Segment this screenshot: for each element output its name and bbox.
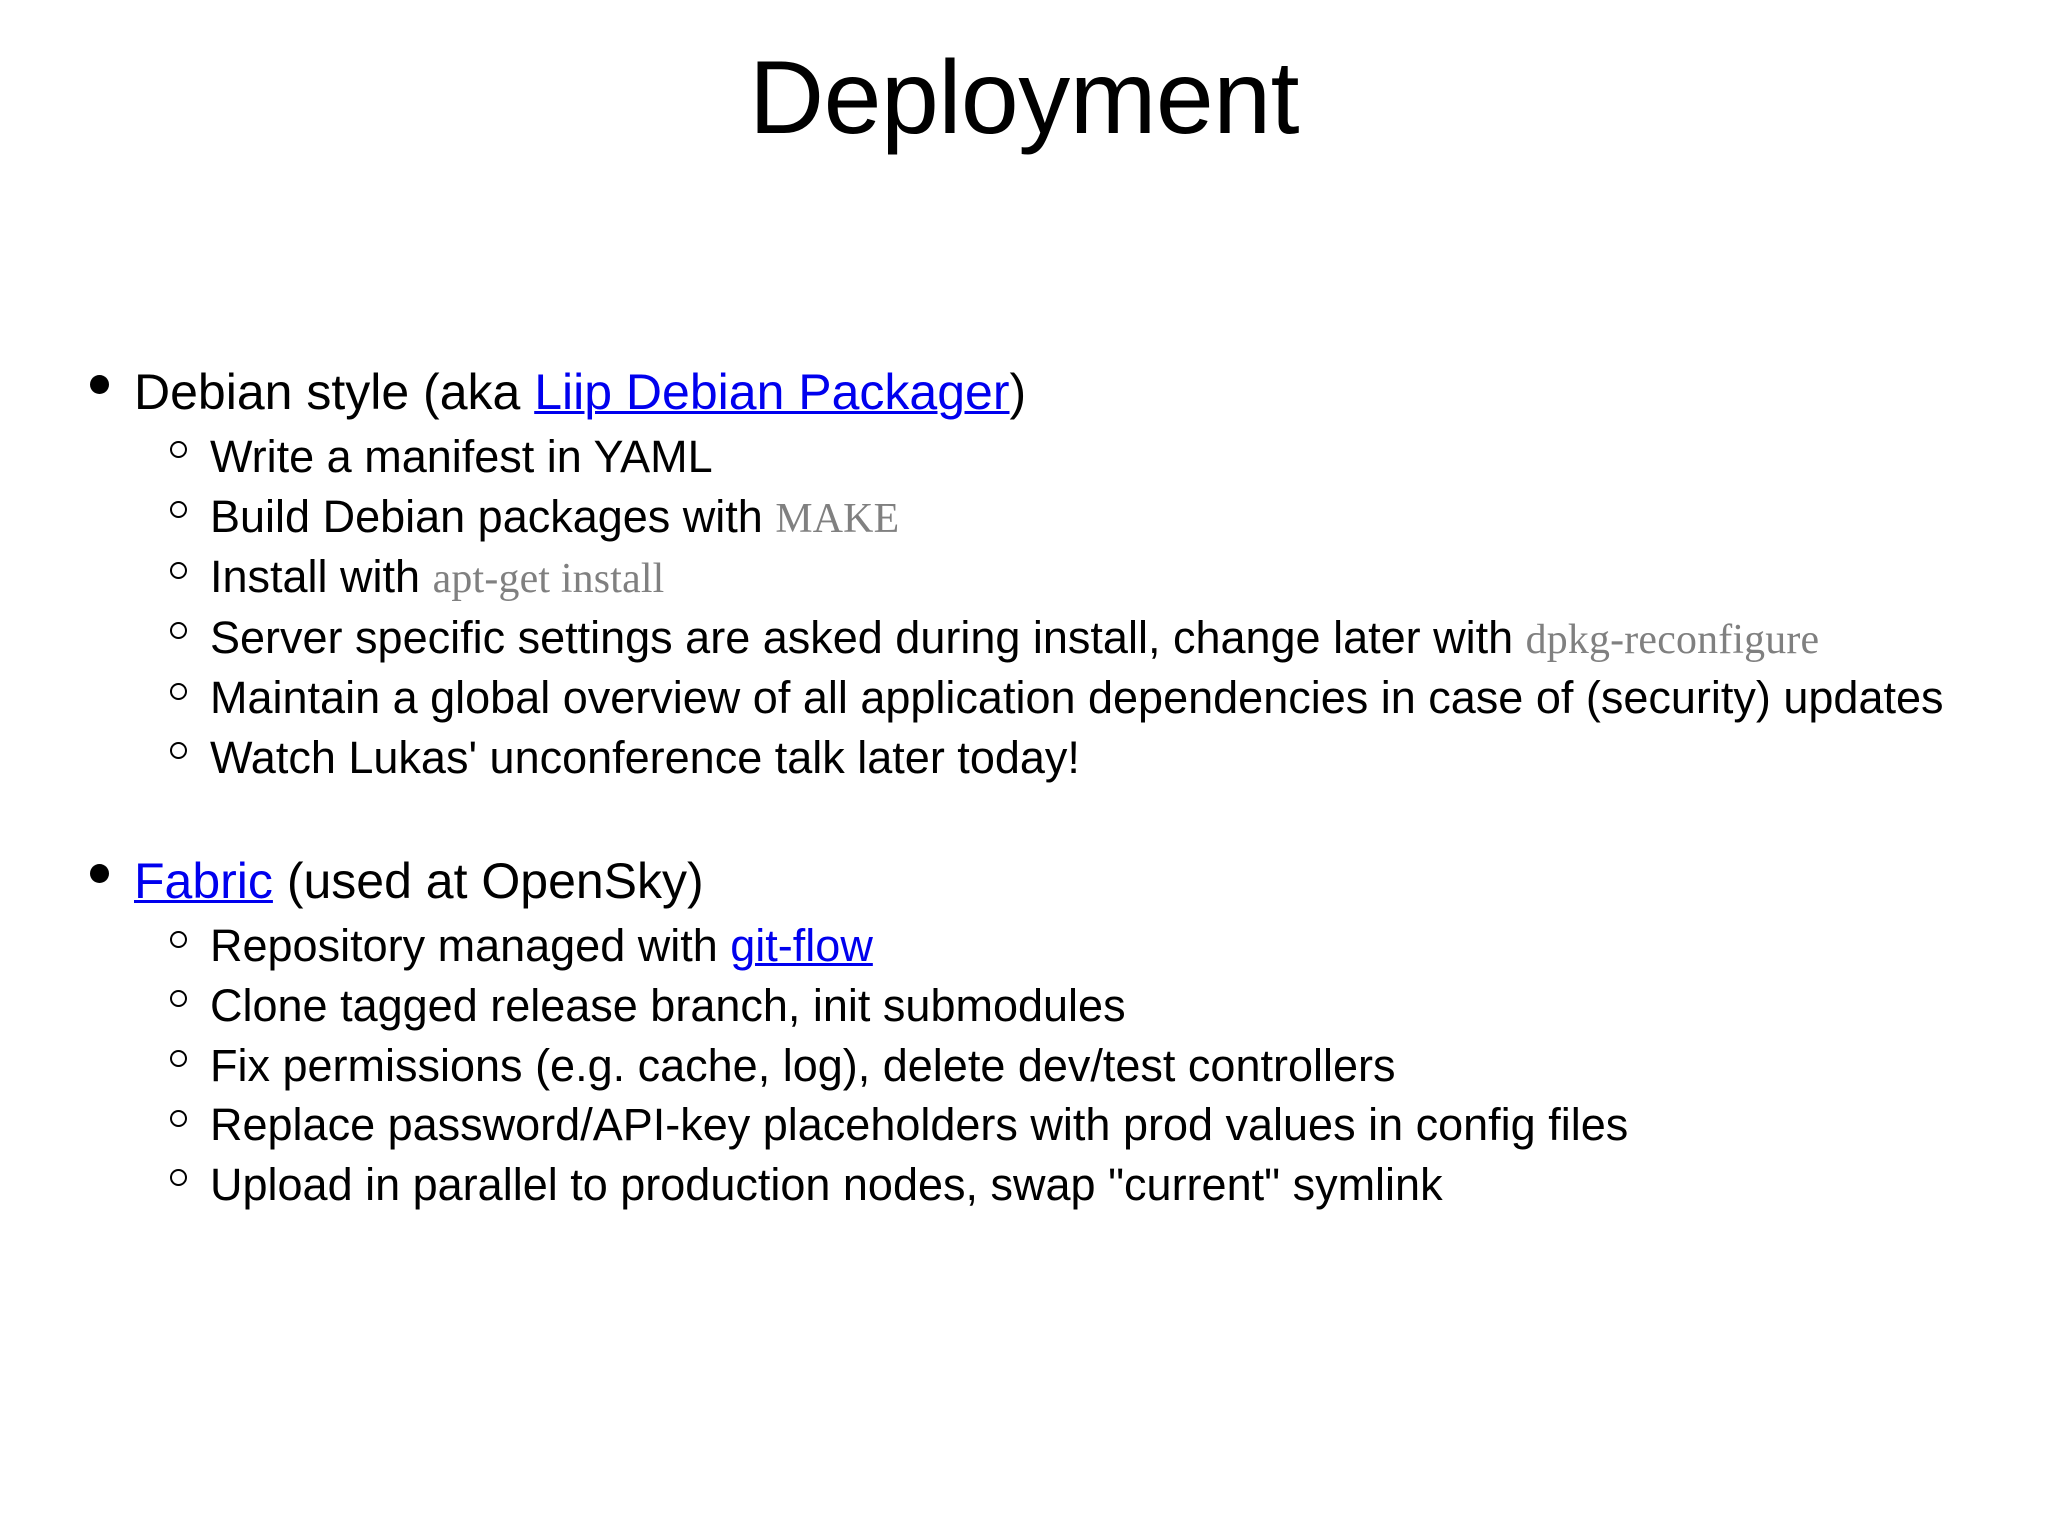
- slide-body: Debian style (aka Liip Debian Packager) W…: [86, 360, 1986, 1214]
- bullet-circle-icon: [170, 487, 187, 545]
- bullet-circle-icon: [170, 1155, 187, 1213]
- text-run: Fix permissions (e.g. cache, log), delet…: [210, 1039, 1396, 1091]
- text-run: Watch Lukas' unconference talk later tod…: [210, 731, 1080, 783]
- bullet-circle-icon: [170, 916, 187, 974]
- bullet-level1-label: Fabric (used at OpenSky): [134, 853, 704, 909]
- bullet-level2-label: Replace password/API-key placeholders wi…: [210, 1099, 1628, 1150]
- bullet-circle-icon: [170, 668, 187, 726]
- bullet-circle-icon: [170, 976, 187, 1034]
- bullet-level2: Upload in parallel to production nodes, …: [86, 1155, 1986, 1215]
- bullet-level2-label: Install with apt-get install: [210, 551, 665, 602]
- bullet-level2: Repository managed with git-flow: [86, 916, 1986, 976]
- text-run: (used at OpenSky): [272, 853, 704, 910]
- text-run: Write a manifest in YAML: [210, 431, 713, 482]
- text-run: Install with: [210, 551, 433, 603]
- code-span: MAKE: [775, 495, 900, 542]
- hyperlink[interactable]: git-flow: [730, 920, 873, 972]
- bullet-section: Fabric (used at OpenSky) Repository manag…: [86, 849, 1986, 1214]
- bullet-level2: Build Debian packages with MAKE: [86, 487, 1986, 548]
- bullet-level2: Maintain a global overview of all applic…: [86, 668, 1986, 728]
- hyperlink[interactable]: Liip Debian Packager: [534, 364, 1010, 420]
- bullet-level1: Debian style (aka Liip Debian Packager): [86, 360, 1986, 425]
- bullet-level2-label: Clone tagged release branch, init submod…: [210, 980, 1126, 1031]
- text-run: ): [1009, 364, 1027, 420]
- text-run: Clone tagged release branch, init submod…: [210, 980, 1126, 1032]
- text-run: Replace password/API-key placeholders wi…: [210, 1099, 1629, 1151]
- bullet-level1: Fabric (used at OpenSky): [86, 849, 1986, 914]
- bullet-level2: Clone tagged release branch, init submod…: [86, 976, 1986, 1036]
- text-run: Debian style (aka: [134, 364, 535, 420]
- bullet-level2: Replace password/API-key placeholders wi…: [86, 1095, 1986, 1155]
- code-span: apt-get install: [432, 556, 665, 603]
- bullet-circle-icon: [170, 1036, 187, 1094]
- bullet-circle-icon: [170, 427, 187, 485]
- bullet-level2: Install with apt-get install: [86, 547, 1986, 608]
- bullet-level1-label: Debian style (aka Liip Debian Packager): [134, 364, 1026, 420]
- bullet-level2-label: Server specific settings are asked durin…: [210, 612, 1819, 663]
- bullet-level2-label: Repository managed with git-flow: [210, 920, 873, 971]
- bullet-disc-icon: [90, 849, 120, 914]
- bullet-level2-label: Maintain a global overview of all applic…: [210, 672, 1944, 723]
- bullet-level2-list: Write a manifest in YAML Build Debian pac…: [86, 427, 1986, 787]
- bullet-circle-icon: [170, 608, 187, 666]
- text-run: Build Debian packages with: [210, 490, 776, 542]
- text-run: Repository managed with: [210, 920, 731, 972]
- bullet-level2: Fix permissions (e.g. cache, log), delet…: [86, 1036, 1986, 1096]
- page-title: Deployment: [749, 40, 1299, 156]
- text-run: Server specific settings are asked durin…: [210, 611, 1526, 663]
- bullet-level2: Watch Lukas' unconference talk later tod…: [86, 728, 1986, 788]
- bullet-level2-label: Write a manifest in YAML: [210, 431, 713, 482]
- text-run: Maintain a global overview of all applic…: [210, 672, 1944, 724]
- bullet-level2-label: Upload in parallel to production nodes, …: [210, 1159, 1443, 1210]
- hyperlink[interactable]: Fabric: [134, 853, 273, 910]
- bullet-circle-icon: [170, 1095, 187, 1153]
- bullet-level2-label: Build Debian packages with MAKE: [210, 491, 899, 542]
- bullet-circle-icon: [170, 547, 187, 605]
- text-run: Upload in parallel to production nodes, …: [210, 1158, 1443, 1210]
- bullet-disc-icon: [90, 360, 120, 425]
- bullet-level2-label: Watch Lukas' unconference talk later tod…: [210, 732, 1080, 783]
- bullet-level2: Server specific settings are asked durin…: [86, 608, 1986, 669]
- bullet-section: Debian style (aka Liip Debian Packager) W…: [86, 360, 1986, 787]
- bullet-level2: Write a manifest in YAML: [86, 427, 1986, 487]
- code-span: dpkg-reconfigure: [1525, 616, 1820, 663]
- bullet-level2-label: Fix permissions (e.g. cache, log), delet…: [210, 1040, 1396, 1091]
- bullet-circle-icon: [170, 728, 187, 786]
